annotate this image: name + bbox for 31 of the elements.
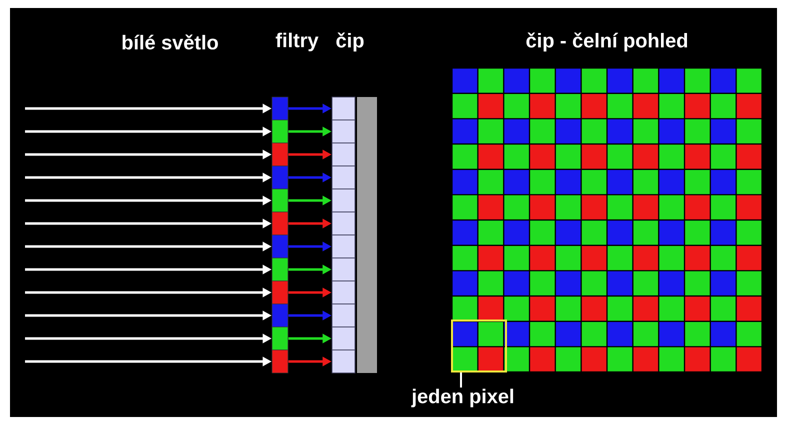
chip-cell — [332, 234, 356, 258]
chip-cell — [332, 188, 356, 212]
chip-cell — [332, 304, 356, 328]
chip-cell — [332, 212, 356, 236]
color-filter — [272, 234, 288, 258]
pixel-label: jeden pixel — [411, 388, 514, 408]
color-filter — [272, 188, 288, 212]
color-filter — [272, 258, 288, 282]
color-filter — [272, 96, 288, 120]
color-filter — [272, 212, 288, 236]
chip-cell — [332, 166, 356, 190]
heading: čip - čelní pohled — [526, 32, 688, 52]
heading: čip — [336, 32, 364, 52]
chip-cell — [332, 326, 356, 350]
color-filter — [272, 166, 288, 190]
chip-cell — [332, 142, 356, 166]
chip-cell — [332, 280, 356, 304]
color-filter — [272, 142, 288, 166]
color-filter — [272, 304, 288, 328]
chip-cell — [332, 258, 356, 282]
chip-cell — [332, 350, 356, 374]
color-filter — [272, 120, 288, 144]
pixel-frame — [451, 320, 507, 372]
heading: bílé světlo — [122, 34, 218, 50]
chip-cell — [332, 120, 356, 144]
color-filter — [272, 326, 288, 350]
chip-cell — [332, 96, 356, 120]
color-filter — [272, 280, 288, 304]
chip-substrate — [357, 97, 377, 373]
color-filter — [272, 350, 288, 374]
heading: filtry — [276, 32, 318, 52]
